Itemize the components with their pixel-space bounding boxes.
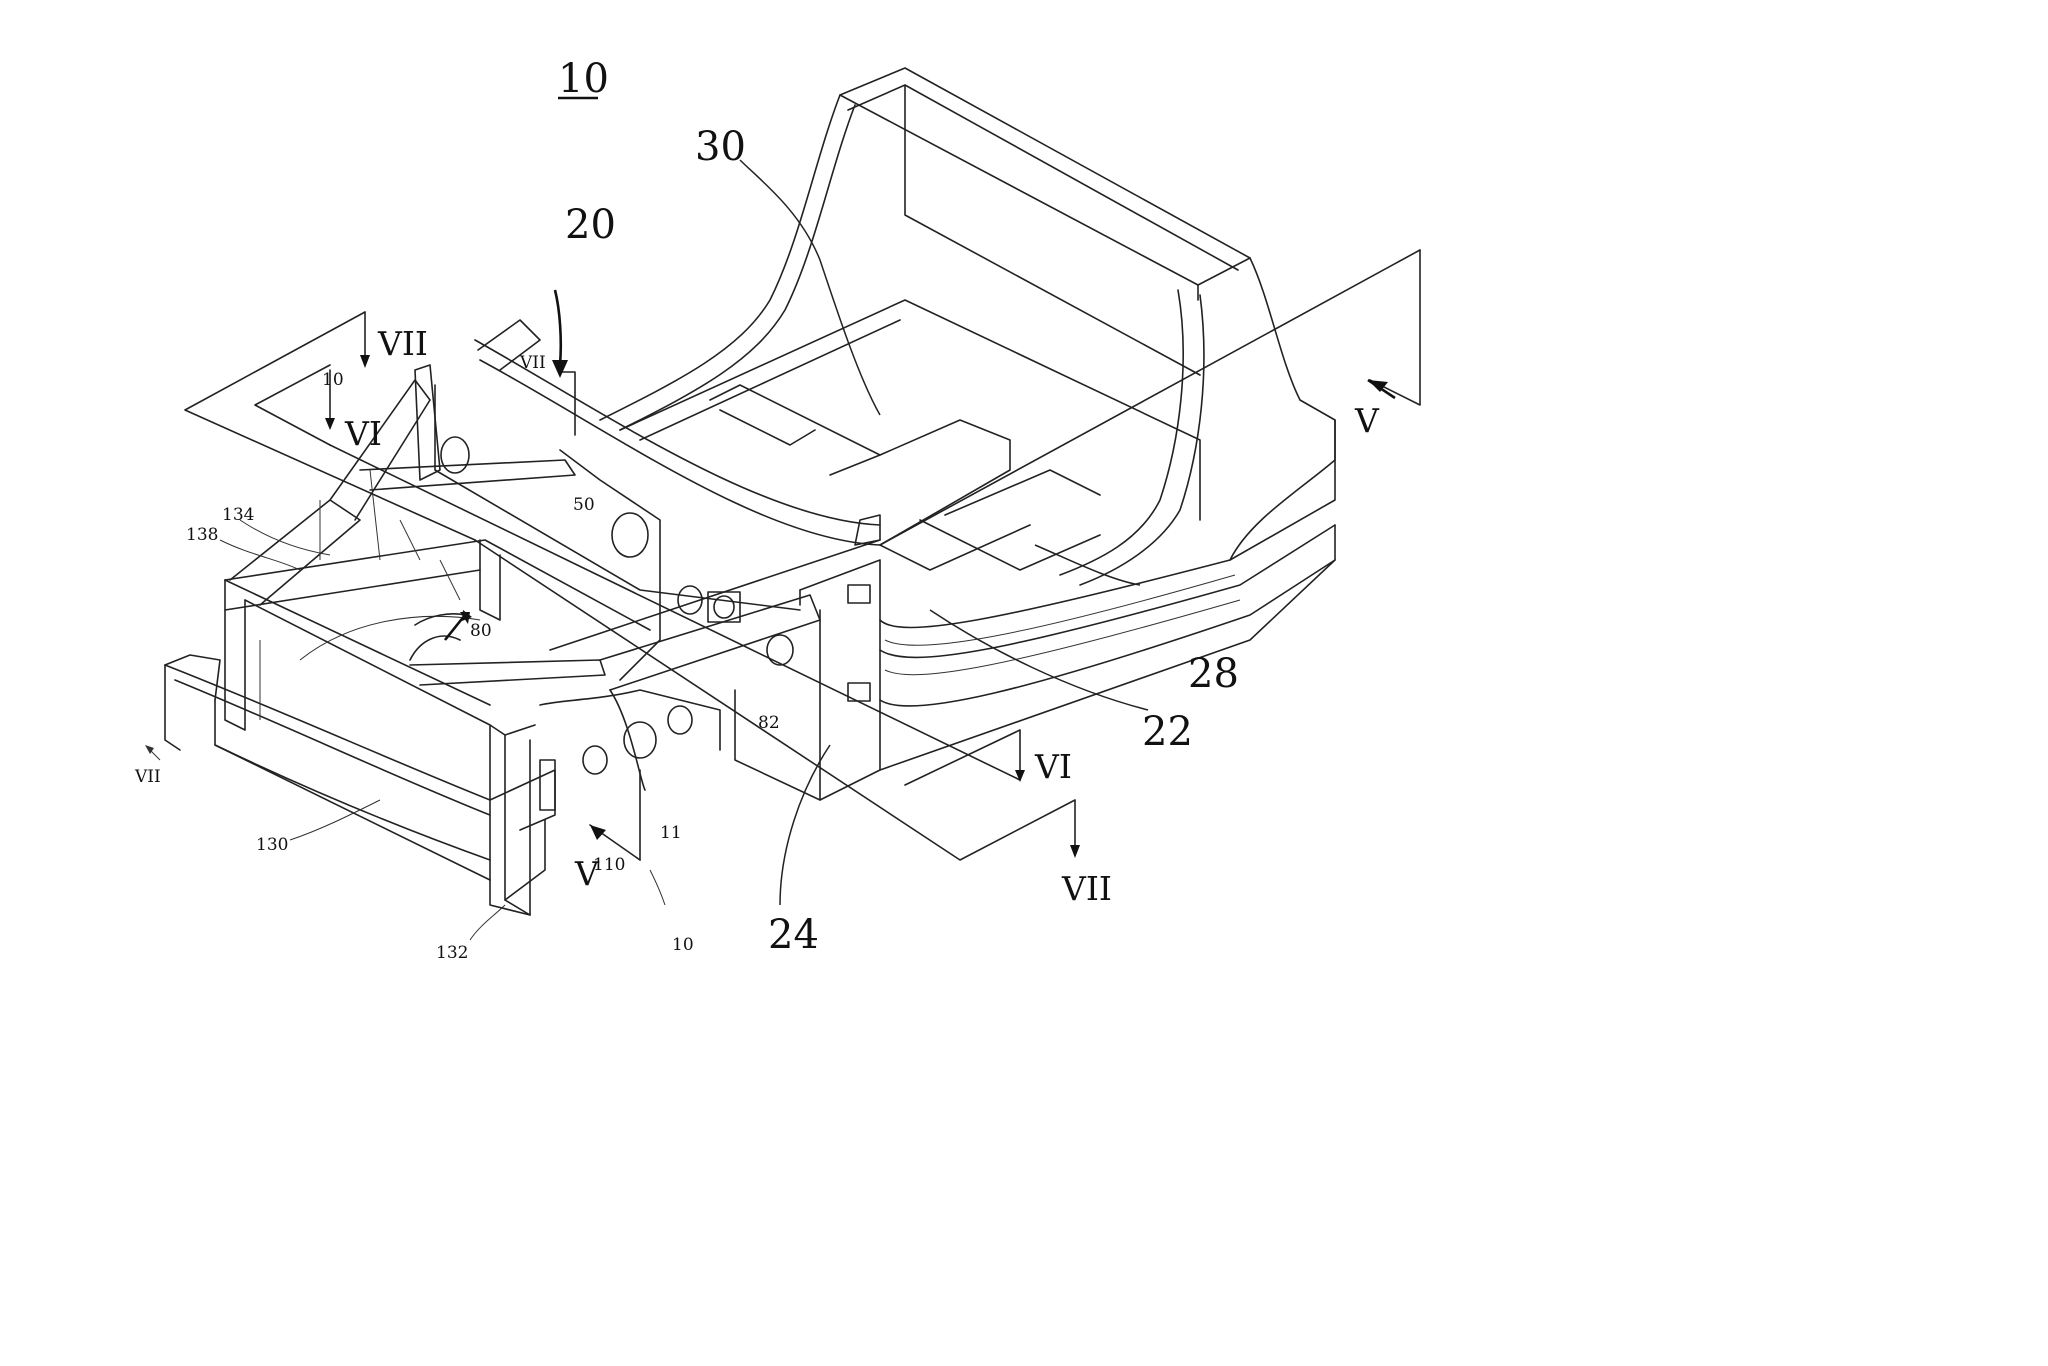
ref-80: 80 — [470, 621, 492, 641]
ref-138: 138 — [186, 525, 218, 545]
section-vii-bottom-right: VII — [1061, 869, 1112, 908]
front-subframe — [165, 365, 820, 915]
ref-134: 134 — [222, 505, 254, 525]
section-vii-small-left: VII — [134, 767, 161, 787]
section-v-bottom: V — [574, 854, 600, 893]
section-lines — [145, 250, 1420, 860]
section-vi-left: VI — [344, 414, 382, 453]
ref-10-small: 10 — [672, 935, 694, 955]
ref-10-top: 10 — [322, 370, 344, 390]
ref-130: 130 — [256, 835, 288, 855]
figure-labels: 10 30 20 50 80 82 134 138 130 132 10 110… — [134, 56, 1380, 963]
section-v-right: V — [1354, 401, 1380, 440]
ref-20: 20 — [565, 202, 616, 248]
ref-24: 24 — [768, 912, 819, 958]
ref-28: 28 — [1188, 651, 1239, 697]
figure-number: 10 — [558, 56, 609, 102]
vehicle-body-frame-patent-drawing: 10 30 20 50 80 82 134 138 130 132 10 110… — [0, 0, 1552, 1040]
leader-lines — [220, 160, 1148, 940]
ref-132: 132 — [436, 943, 468, 963]
section-vii-top-left: VII — [377, 324, 428, 363]
ref-82: 82 — [758, 713, 780, 733]
section-vi-right: VI — [1034, 747, 1072, 786]
section-vii-inner: VII — [519, 353, 546, 373]
ref-50: 50 — [573, 495, 595, 515]
ref-30: 30 — [695, 124, 746, 170]
ref-11: 11 — [660, 823, 682, 843]
ref-22: 22 — [1142, 709, 1193, 755]
